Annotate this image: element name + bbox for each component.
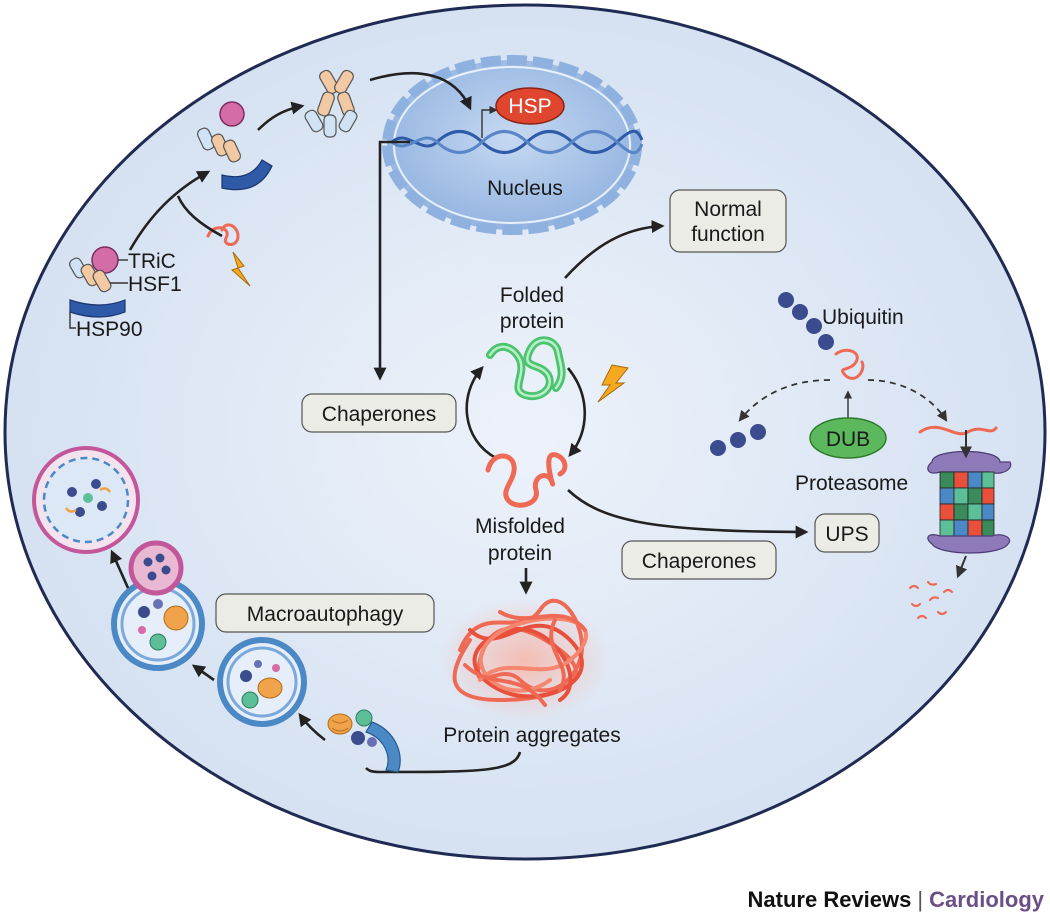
- peptide-fragments: [908, 580, 954, 620]
- hsp-label: HSP: [508, 95, 551, 118]
- nucleus: HSP Nucleus: [382, 55, 644, 235]
- protein-aggregates-label: Protein aggregates: [443, 724, 620, 747]
- ups-box: UPS: [814, 513, 880, 553]
- protein-aggregates-shape: [440, 598, 610, 722]
- journal-separator: |: [917, 887, 924, 912]
- hsf1-complex: [69, 246, 128, 329]
- chaperones-right-label: Chaperones: [642, 550, 756, 573]
- folded-protein-line-1: Folded: [500, 284, 564, 307]
- journal-name: Nature Reviews: [747, 887, 912, 912]
- autophagosome-early: [217, 637, 307, 727]
- phagophore: [327, 709, 401, 773]
- journal-section: Cardiology: [929, 887, 1044, 912]
- chaperones-left-box: Chaperones: [301, 393, 457, 433]
- autolysosome: [32, 446, 140, 554]
- misfolded-protein-line-2: protein: [488, 542, 552, 565]
- proteasome-label: Proteasome: [795, 472, 908, 495]
- journal-credit: Nature Reviews|Cardiology: [748, 887, 1044, 913]
- normal-function-line-1: Normal: [694, 198, 762, 221]
- hsp-badge: HSP: [495, 87, 565, 125]
- stress-lightning-center-icon: [597, 364, 629, 403]
- free-ubiquitin: [710, 424, 766, 456]
- normal-function-box: Normal function: [669, 189, 787, 253]
- stressed-protein: [206, 223, 240, 246]
- chaperones-left-label: Chaperones: [322, 403, 436, 426]
- dub-badge: DUB: [809, 417, 887, 459]
- hsf1-trimer: [304, 69, 358, 138]
- lysosome: [128, 540, 184, 596]
- ubiquitin-chain: [778, 292, 865, 380]
- chaperones-right-box: Chaperones: [621, 540, 777, 580]
- dissociating-complex: [196, 101, 273, 191]
- dna-helix: [390, 129, 644, 155]
- autophagosome-late: [111, 577, 205, 671]
- hsf1-label: HSF1: [128, 273, 182, 296]
- dub-label: DUB: [826, 428, 870, 451]
- stress-lightning-left-icon: [231, 251, 251, 287]
- folded-protein-line-2: protein: [500, 310, 564, 333]
- macroautophagy-label: Macroautophagy: [247, 603, 404, 626]
- tric-label: TRiC: [128, 250, 176, 273]
- macroautophagy-box: Macroautophagy: [215, 593, 435, 633]
- misfolded-protein-line-1: Misfolded: [475, 515, 565, 538]
- nucleus-label: Nucleus: [487, 177, 563, 200]
- misfolded-protein-shape: [485, 452, 568, 508]
- proteasome: [927, 450, 1012, 554]
- ubiquitin-label: Ubiquitin: [822, 306, 904, 329]
- hsp90-label: HSP90: [76, 318, 143, 341]
- ups-label: UPS: [825, 523, 868, 546]
- normal-function-line-2: function: [691, 223, 765, 246]
